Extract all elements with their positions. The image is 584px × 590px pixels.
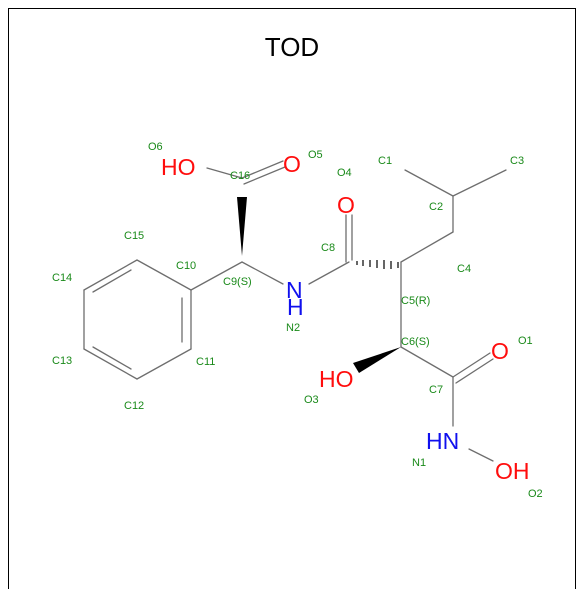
label-o6: O6: [148, 141, 163, 153]
atom-o-carboxyl: O: [283, 151, 301, 177]
label-n1: N1: [412, 457, 426, 469]
atom-h-amide: H: [287, 294, 304, 320]
atom-oh: OH: [495, 458, 530, 484]
atom-o-amide: O: [337, 192, 355, 218]
atom-ho-hydroxyl: HO: [319, 366, 354, 392]
label-c10: C10: [176, 260, 196, 272]
bond-c16-o5-b: [243, 166, 286, 185]
bond-c8-n2: [308, 261, 350, 285]
bonds: [83, 160, 507, 462]
bond-c9-c10: [190, 261, 243, 291]
label-c4: C4: [457, 263, 471, 275]
label-c11: C11: [196, 356, 215, 368]
aromatic-inner-2: [92, 346, 132, 370]
wedge-c6-o3: [353, 347, 401, 373]
label-c15: C15: [124, 230, 144, 242]
bond-n1-o2: [468, 448, 494, 462]
label-c2: C2: [429, 201, 443, 213]
bond-c6-c7: [400, 346, 454, 378]
label-c13: C13: [52, 355, 72, 367]
label-o2: O2: [528, 488, 543, 500]
atom-ho-carboxyl: HO: [161, 154, 196, 180]
molecule-structure: HO O O N H O HO HN OH C1 C2 C3 C4 C5(R) …: [52, 141, 543, 500]
diagram-frame: TOD: [8, 8, 576, 589]
bond-n2-c9: [241, 261, 284, 285]
label-c5: C5(R): [401, 295, 430, 307]
label-c14: C14: [52, 272, 72, 284]
label-c6: C6(S): [401, 336, 430, 348]
label-n2: N2: [286, 322, 300, 334]
label-c8: C8: [321, 242, 335, 254]
bond-c7-o1-a: [452, 352, 491, 378]
label-o3: O3: [304, 394, 319, 406]
bond-c16-o6: [206, 167, 243, 179]
bond-c4-c5: [400, 231, 454, 263]
atom-o-hydroxamate: O: [491, 338, 509, 364]
label-c3: C3: [510, 155, 524, 167]
label-o5: O5: [308, 149, 323, 161]
bond-c11-c12: [136, 348, 192, 380]
atom-labels: C1 C2 C3 C4 C5(R) C6(S) C7 C8 C9(S) C10 …: [52, 141, 543, 500]
label-c16: C16: [230, 170, 250, 182]
label-c1: C1: [378, 155, 392, 167]
bond-c15-c10: [136, 259, 192, 291]
diagram-title: TOD: [264, 32, 320, 62]
aromatic-inner-3: [92, 269, 132, 293]
atom-n-amide: N: [286, 277, 303, 303]
hash-c5-c8: [356, 260, 399, 269]
wedge-c9-c16: [237, 197, 247, 256]
bond-c7-o1-b: [455, 358, 494, 384]
label-o4: O4: [337, 167, 352, 179]
label-c7: C7: [429, 384, 443, 396]
label-c12: C12: [124, 400, 144, 412]
atom-hn: HN: [426, 428, 459, 454]
bond-c14-c15: [83, 259, 138, 291]
bond-c12-c13: [83, 348, 138, 380]
label-o1: O1: [518, 335, 533, 347]
bond-c1-c2: [404, 169, 454, 197]
label-c9: C9(S): [223, 276, 252, 288]
bond-c16-o5-a: [241, 160, 284, 179]
bond-c3-c2: [452, 169, 507, 197]
